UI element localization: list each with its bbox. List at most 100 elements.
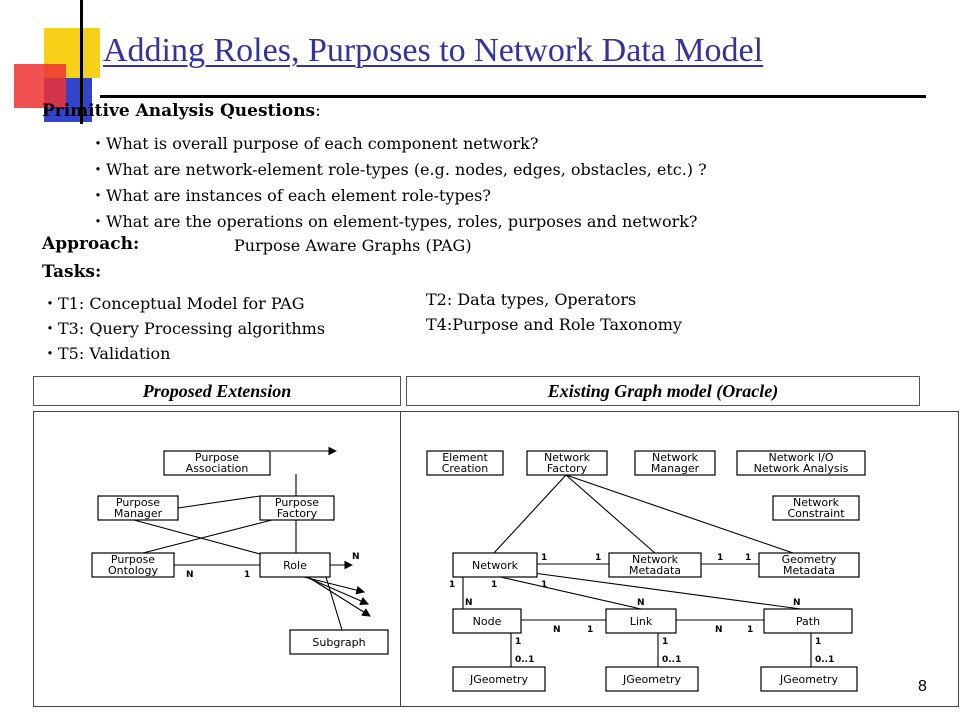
task-t3: ・T3: Query Processing algorithms xyxy=(42,319,326,338)
svg-text:Association: Association xyxy=(186,462,249,475)
svg-text:Factory: Factory xyxy=(547,462,588,475)
question-2: ・What are network-element role-types (e.… xyxy=(90,160,707,179)
card-network-1a: 1 xyxy=(449,580,455,590)
svg-text:Metadata: Metadata xyxy=(629,564,681,577)
purpose-factory-box: Purpose Factory xyxy=(259,495,335,521)
logo-vertical-line xyxy=(80,0,83,124)
jgeometry-box-1: JGeometry xyxy=(452,666,546,692)
factory-to-geometry-metadata xyxy=(565,474,797,555)
logo-red-square xyxy=(14,64,66,108)
svg-text:JGeometry: JGeometry xyxy=(622,673,682,686)
task-t2: T2: Data types, Operators xyxy=(426,290,637,309)
svg-text:Geometry: Geometry xyxy=(782,553,837,566)
svg-text:Subgraph: Subgraph xyxy=(312,636,365,649)
question-3: ・What are instances of each element role… xyxy=(90,186,491,205)
card-node-geom-01: 0..1 xyxy=(515,655,534,665)
svg-text:Role: Role xyxy=(283,559,307,572)
proposed-extension-diagram: Purpose Association Purpose Manager Purp… xyxy=(33,411,401,707)
svg-text:JGeometry: JGeometry xyxy=(469,673,529,686)
network-io-analysis-box: Network I/O Network Analysis xyxy=(736,450,866,476)
card-node-n: N xyxy=(465,598,473,608)
manager-to-factory xyxy=(177,495,261,509)
card-path-n: N xyxy=(793,598,801,608)
proposed-extension-svg: Purpose Association Purpose Manager Purp… xyxy=(91,446,389,655)
card-n-right: N xyxy=(352,552,360,562)
slide-logo xyxy=(0,0,110,130)
card-node-geom-1: 1 xyxy=(515,637,521,647)
card-node-link-n: N xyxy=(553,625,561,635)
card-network-1c: 1 xyxy=(541,580,547,590)
role-to-subgraph xyxy=(325,576,343,631)
role-arrow-2 xyxy=(305,576,370,605)
network-box: Network xyxy=(452,552,538,578)
svg-text:JGeometry: JGeometry xyxy=(779,673,839,686)
existing-graph-model-diagram: Element Creation Network Factory Network… xyxy=(400,411,959,707)
role-arrow-3 xyxy=(307,576,371,617)
svg-text:Network I/O: Network I/O xyxy=(768,451,833,464)
role-box: Role xyxy=(259,552,331,578)
svg-text:Node: Node xyxy=(473,615,502,628)
svg-text:Metadata: Metadata xyxy=(783,564,835,577)
title-rule xyxy=(100,95,926,98)
svg-text:Network: Network xyxy=(544,451,591,464)
network-to-path xyxy=(525,571,802,610)
existing-graph-model-label: Existing Graph model (Oracle) xyxy=(406,376,920,406)
existing-graph-model-svg: Element Creation Network Factory Network… xyxy=(426,450,866,692)
question-4: ・What are the operations on element-type… xyxy=(90,212,698,231)
svg-text:Purpose: Purpose xyxy=(195,451,239,464)
task-t5: ・T5: Validation xyxy=(42,344,171,363)
jgeometry-box-2: JGeometry xyxy=(605,666,699,692)
card-meta-geom-1a: 1 xyxy=(717,553,723,563)
svg-text:Element: Element xyxy=(442,451,488,464)
proposed-extension-label: Proposed Extension xyxy=(33,376,401,406)
card-path-geom-01: 0..1 xyxy=(815,655,834,665)
tasks-label: Tasks: xyxy=(42,262,102,282)
question-1: ・What is overall purpose of each compone… xyxy=(90,134,539,153)
svg-text:Constraint: Constraint xyxy=(787,507,845,520)
factory-to-network-metadata xyxy=(565,474,657,555)
card-link-path-n: N xyxy=(715,625,723,635)
svg-text:Ontology: Ontology xyxy=(108,564,158,577)
network-manager-box: Network Manager xyxy=(634,450,716,476)
card-network-meta-1b: 1 xyxy=(595,553,601,563)
card-link-n: N xyxy=(637,598,645,608)
slide-title: Adding Roles, Purposes to Network Data M… xyxy=(103,32,764,69)
purpose-association-box: Purpose Association xyxy=(163,450,271,476)
card-link-path-1: 1 xyxy=(747,625,753,635)
svg-text:Path: Path xyxy=(796,615,820,628)
questions-colon: : xyxy=(315,101,321,121)
page-number: 8 xyxy=(918,678,927,695)
purpose-manager-box: Purpose Manager xyxy=(97,495,179,521)
purpose-ontology-box: Purpose Ontology xyxy=(91,552,175,578)
svg-text:Network: Network xyxy=(632,553,679,566)
svg-text:Purpose: Purpose xyxy=(111,553,155,566)
card-link-geom-01: 0..1 xyxy=(662,655,681,665)
card-node-link-1: 1 xyxy=(587,625,593,635)
subgraph-box: Subgraph xyxy=(289,629,389,655)
task-t1: ・T1: Conceptual Model for PAG xyxy=(42,294,305,313)
network-factory-box: Network Factory xyxy=(526,450,608,476)
questions-heading: Primitive Analysis Questions xyxy=(42,101,316,121)
manager-to-role xyxy=(133,519,261,555)
role-arrow-1 xyxy=(303,576,366,595)
card-n-left: N xyxy=(186,570,194,580)
link-box: Link xyxy=(605,608,677,634)
element-creation-box: Element Creation xyxy=(426,450,504,476)
factory-to-network xyxy=(492,474,567,555)
svg-text:Network: Network xyxy=(472,559,519,572)
card-path-geom-1: 1 xyxy=(815,637,821,647)
svg-text:Purpose: Purpose xyxy=(275,496,319,509)
svg-text:Network: Network xyxy=(652,451,699,464)
card-network-meta-1a: 1 xyxy=(541,553,547,563)
factory-to-ontology xyxy=(138,519,273,555)
approach-label: Approach: xyxy=(42,234,140,254)
card-one: 1 xyxy=(244,570,250,580)
svg-text:Manager: Manager xyxy=(114,507,163,520)
svg-text:Network: Network xyxy=(793,496,840,509)
svg-text:Creation: Creation xyxy=(442,462,489,475)
network-to-link xyxy=(495,575,642,610)
path-box: Path xyxy=(763,608,853,634)
card-link-geom-1: 1 xyxy=(662,637,668,647)
jgeometry-box-3: JGeometry xyxy=(760,666,858,692)
network-constraint-box: Network Constraint xyxy=(772,495,860,521)
